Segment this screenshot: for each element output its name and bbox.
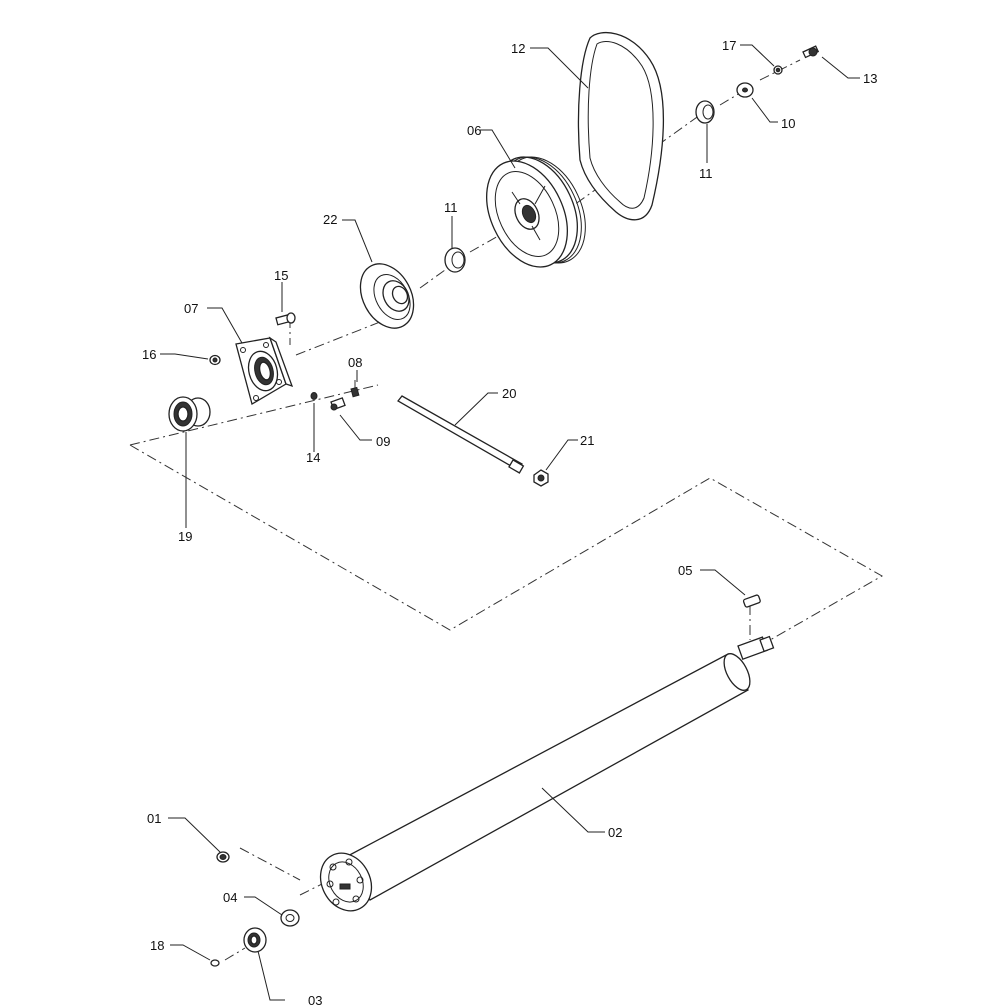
part-09-grease-nipple: [330, 397, 346, 411]
part-20-rod: [397, 395, 525, 474]
part-19-bearing-insert: [168, 396, 211, 432]
callout-17: 17: [722, 38, 736, 53]
part-15-bolt: [275, 312, 296, 326]
callout-15: 15: [274, 268, 288, 283]
part-10-washer: [736, 82, 754, 98]
callout-labels: 01 02 03 04 05 06 07 08 09 10 11 11 12 1…: [142, 38, 877, 1005]
callout-14: 14: [306, 450, 320, 465]
part-22-flange-disc: [359, 263, 415, 329]
callout-22: 22: [323, 212, 337, 227]
callout-12: 12: [511, 41, 525, 56]
part-06-pulley: [486, 156, 586, 268]
leader-lines: [160, 44, 860, 1001]
part-05-key: [742, 594, 761, 608]
callout-18: 18: [150, 938, 164, 953]
callout-02: 02: [608, 825, 622, 840]
callout-01: 01: [147, 811, 161, 826]
callout-05: 05: [678, 563, 692, 578]
part-04-washer: [280, 909, 300, 927]
assembly-centerlines: [129, 59, 884, 961]
callout-21: 21: [580, 433, 594, 448]
callout-19: 19: [178, 529, 192, 544]
callout-13: 13: [863, 71, 877, 86]
callout-06: 06: [467, 123, 481, 138]
callout-11-upper: 11: [699, 166, 713, 181]
part-08-setscrew: [350, 386, 360, 398]
callout-03: 03: [308, 993, 322, 1005]
part-07-flange-housing: [235, 336, 294, 405]
part-01-setscrew: [216, 851, 230, 863]
part-13-bolt: [802, 45, 820, 59]
callout-16: 16: [142, 347, 156, 362]
part-02-drum: [319, 635, 775, 912]
callout-20: 20: [502, 386, 516, 401]
part-03-bearing: [243, 927, 267, 953]
part-21-nut: [533, 469, 549, 487]
part-16-nut: [209, 354, 221, 366]
callout-11-lower: 11: [444, 200, 458, 215]
part-11-spacer-upper: [695, 100, 715, 124]
callout-08: 08: [348, 355, 362, 370]
callout-07: 07: [184, 301, 198, 316]
callout-04: 04: [223, 890, 237, 905]
callout-10: 10: [781, 116, 795, 131]
part-18-pin: [210, 959, 220, 967]
part-11-spacer-lower: [444, 247, 466, 273]
callout-09: 09: [376, 434, 390, 449]
part-17-nut: [773, 65, 783, 75]
part-14-fitting: [310, 392, 318, 400]
part-12-belt: [577, 31, 665, 221]
